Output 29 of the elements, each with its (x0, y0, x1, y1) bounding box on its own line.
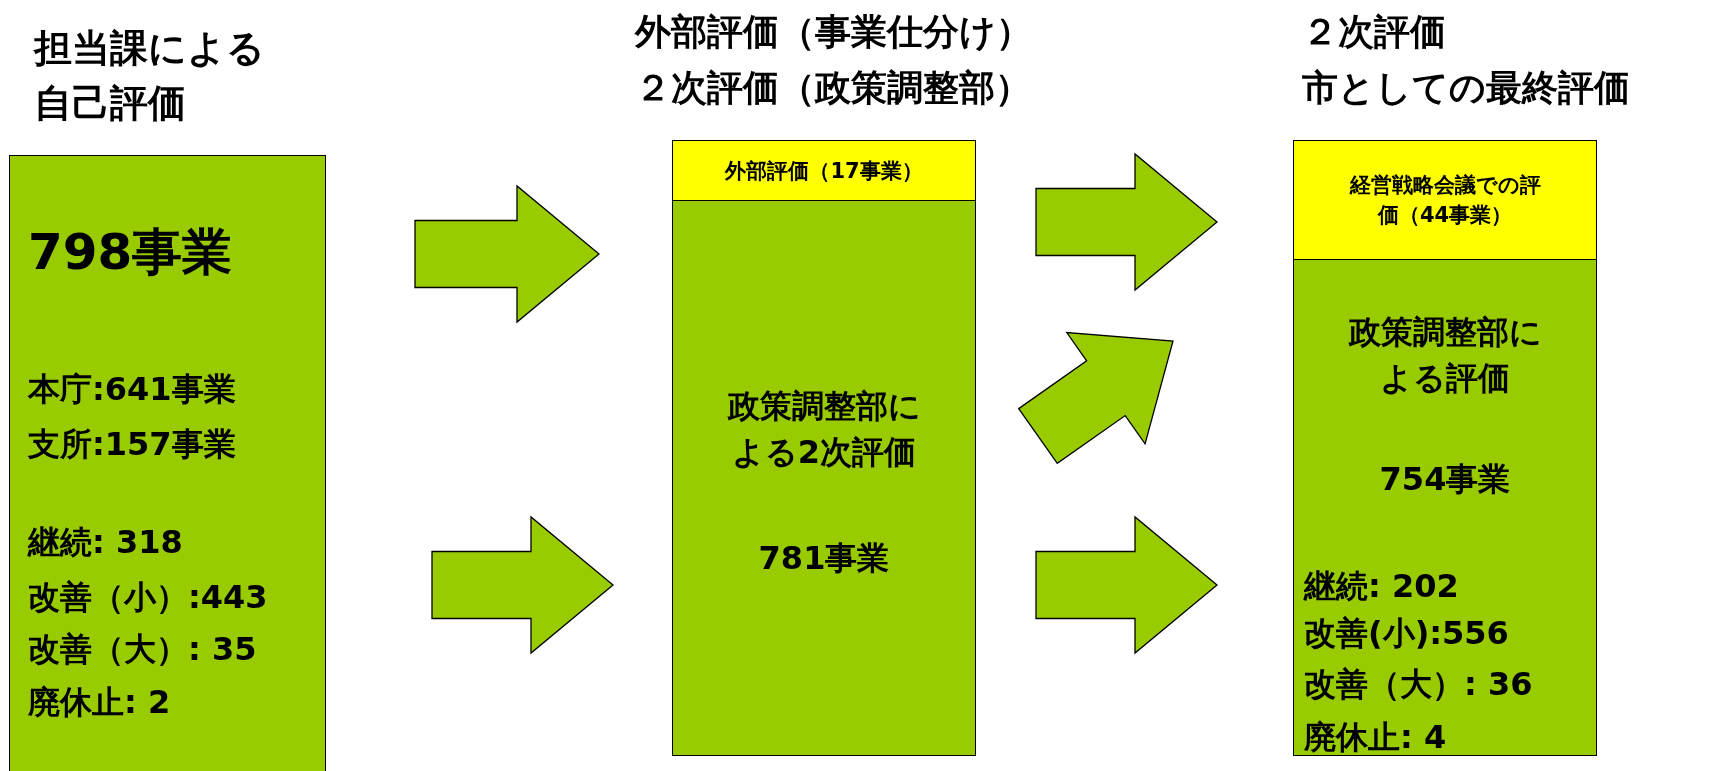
heading: 市としての最終評価 (1302, 65, 1631, 110)
result-row-text: 改善（大）: 36 (1303, 663, 1534, 705)
block-arrow (1035, 515, 1218, 655)
header-band (1294, 141, 1596, 260)
heading: 担当課による自己評価 (34, 24, 266, 127)
result-row-text: 改善(小):556 (1303, 612, 1510, 654)
heading: ２次評価（政策調整部） (635, 65, 1032, 110)
heading: ２次評価 (1302, 9, 1447, 54)
block-arrow (1017, 331, 1174, 465)
count-row-text: 支所:157事業 (27, 423, 237, 465)
block-arrow (1035, 152, 1218, 292)
total-count: 754事業 (1378, 458, 1512, 500)
block-arrow (414, 184, 600, 324)
body-text: 政策調整部による評価 (1347, 311, 1543, 399)
header-band (673, 141, 975, 201)
result-row-text: 継続: 202 (1302, 565, 1460, 607)
total-count: 781事業 (757, 537, 891, 579)
total-count: 798事業 (27, 221, 234, 283)
body-text: 経営戦略会議での評価（44事業） (1348, 171, 1542, 229)
result-row-text: 廃休止: 2 (27, 681, 172, 723)
heading: 外部評価（事業仕分け） (635, 9, 1033, 54)
count-row-text: 本庁:641事業 (26, 368, 237, 410)
body-text: 外部評価（17事業） (723, 157, 924, 185)
result-row-text: 改善（小）:443 (27, 576, 269, 618)
result-row-text: 廃休止: 4 (1303, 716, 1448, 758)
body-text: 政策調整部による2次評価 (726, 385, 922, 473)
result-row-text: 継続: 318 (26, 521, 184, 563)
block-arrow (431, 515, 614, 655)
result-row-text: 改善（大）: 35 (27, 628, 258, 670)
